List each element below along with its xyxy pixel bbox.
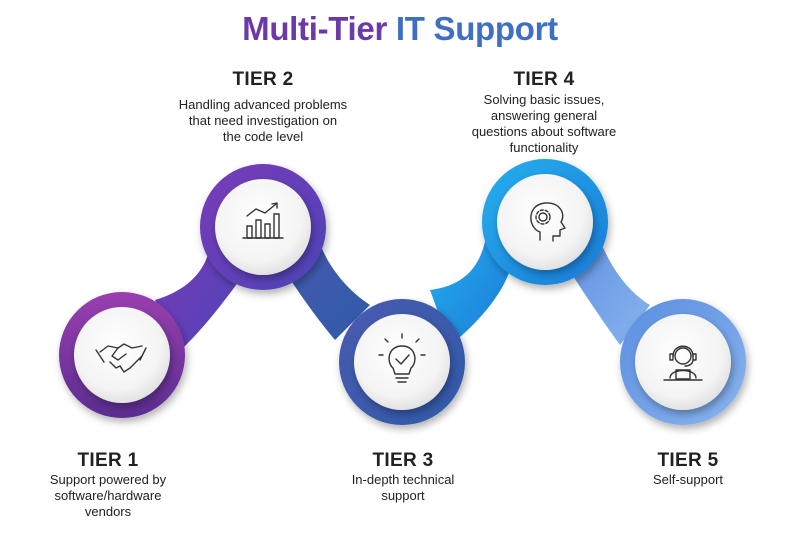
tier-4-description: Solving basic issues, answering general … — [471, 92, 617, 155]
tier-3-label: TIER 3 — [372, 450, 434, 471]
title-part-2: IT Support — [395, 10, 558, 47]
page-title: Multi-Tier IT Support — [0, 10, 800, 48]
tier-3-node — [339, 299, 465, 425]
tier-1-node — [59, 292, 185, 418]
tier-4-label: TIER 4 — [513, 69, 575, 90]
tier-5-label: TIER 5 — [657, 450, 719, 471]
handshake-icon — [95, 343, 147, 373]
connector-3-4 — [430, 222, 510, 345]
tier-2-label: TIER 2 — [232, 69, 294, 90]
tier-5-node — [620, 299, 746, 425]
title-part-1: Multi-Tier — [242, 10, 388, 47]
bar-chart-trend-icon — [242, 202, 284, 239]
tier-1-label: TIER 1 — [77, 450, 139, 471]
lightbulb-check-icon — [378, 333, 426, 383]
tier-2-description: Handling advanced problems that need inv… — [178, 97, 348, 144]
tier-3-description: In-depth technical support — [351, 472, 455, 503]
head-gear-icon — [530, 202, 566, 242]
tier-1-description: Support powered by software/hardware ven… — [49, 472, 167, 519]
headset-agent-icon — [663, 345, 703, 381]
tier-4-node — [482, 159, 608, 285]
tier-2-node — [200, 164, 326, 290]
tier-5-description: Self-support — [652, 472, 724, 487]
